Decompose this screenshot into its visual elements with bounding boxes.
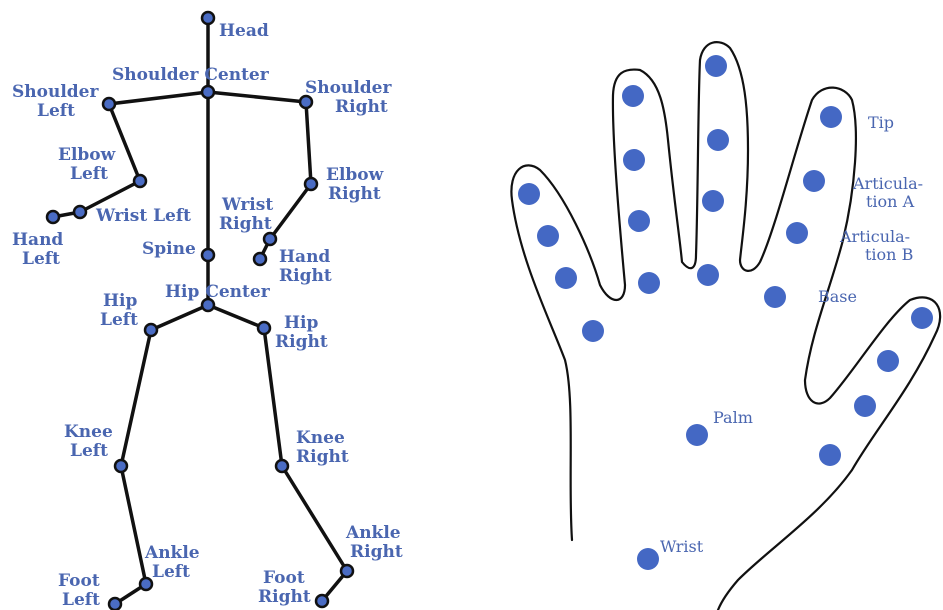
label-shoulder-right-line1: Shoulder xyxy=(305,78,392,98)
label-foot-right-line1: Foot xyxy=(263,568,305,588)
joint-elbow-right xyxy=(305,178,317,190)
joint-shoulder-left xyxy=(103,98,115,110)
label-hand-right-line1: Hand xyxy=(279,247,330,267)
label-hand-left-line2: Left xyxy=(22,249,60,269)
hand-dot-ring-tip xyxy=(820,106,842,128)
label-articulation-b-line2: tion B xyxy=(865,245,913,264)
label-wrist: Wrist xyxy=(660,537,704,556)
label-knee-left-line2: Left xyxy=(70,441,108,461)
label-hand-right-line2: Right xyxy=(279,266,332,286)
label-foot-left-line1: Foot xyxy=(58,571,100,591)
label-elbow-right-line2: Right xyxy=(328,184,381,204)
label-elbow-left-line1: Elbow xyxy=(58,145,116,165)
label-hand-left-line1: Hand xyxy=(12,230,63,250)
hand-dot-pinky-articulation-b xyxy=(854,395,876,417)
bone-shoulder-left xyxy=(109,92,208,104)
joint-head xyxy=(202,12,214,24)
label-shoulder-left-line1: Shoulder xyxy=(12,82,99,102)
hand-dot-middle-articulation-b xyxy=(702,190,724,212)
label-ankle-left-line2: Left xyxy=(152,562,190,582)
label-head: Head xyxy=(219,21,269,41)
label-elbow-left-line2: Left xyxy=(70,164,108,184)
hand: Tip Articula- tion A Articula- tion B Ba… xyxy=(511,42,940,610)
hand-dot-pinky-tip xyxy=(911,307,933,329)
bone-hip-left xyxy=(151,305,208,330)
hand-dot-middle-articulation-a xyxy=(707,129,729,151)
label-articulation-b-line1: Articula- xyxy=(839,227,910,246)
label-knee-left-line1: Knee xyxy=(64,422,113,442)
hand-dot-ring-articulation-a xyxy=(803,170,825,192)
label-hip-left-line1: Hip xyxy=(103,291,138,311)
label-ankle-right-line1: Ankle xyxy=(345,523,401,543)
label-shoulder-center: Shoulder Center xyxy=(112,65,270,85)
hand-dot-middle-tip xyxy=(705,55,727,77)
label-tip: Tip xyxy=(868,113,894,132)
label-ankle-left-line1: Ankle xyxy=(144,543,200,563)
hand-dot-thumb-articulation-a xyxy=(537,225,559,247)
label-foot-right-line2: Right xyxy=(258,587,311,607)
hand-dot-thumb-base xyxy=(582,320,604,342)
joint-foot-right xyxy=(316,595,328,607)
hand-dot-pinky-base xyxy=(819,444,841,466)
bone-hip-right xyxy=(208,305,264,328)
hand-dot-ring-articulation-b xyxy=(786,222,808,244)
joint-wrist-left xyxy=(74,206,86,218)
label-shoulder-left-line2: Left xyxy=(37,101,75,121)
bone-upper-arm-right xyxy=(306,102,311,184)
label-spine: Spine xyxy=(142,239,196,259)
joint-foot-left xyxy=(109,598,121,610)
hand-dot-thumb-articulation-b xyxy=(555,267,577,289)
label-elbow-right-line1: Elbow xyxy=(326,165,384,185)
label-articulation-a-line2: tion A xyxy=(866,192,915,211)
joint-hand-left xyxy=(47,211,59,223)
hand-dot-index-articulation-a xyxy=(623,149,645,171)
bone-shoulder-right xyxy=(208,92,306,102)
bone-shin-right xyxy=(282,466,347,571)
label-wrist-right-line1: Wrist xyxy=(221,195,273,215)
skeleton: Head Shoulder Center Shoulder Left Shoul… xyxy=(12,12,403,610)
joint-knee-right xyxy=(276,460,288,472)
joint-hand-right xyxy=(254,253,266,265)
label-wrist-left: Wrist Left xyxy=(95,206,191,226)
hand-dot-pinky-articulation-a xyxy=(877,350,899,372)
hand-dot-ring-base xyxy=(764,286,786,308)
hand-dot-thumb-tip xyxy=(518,183,540,205)
joint-ankle-right xyxy=(341,565,353,577)
joint-hip-right xyxy=(258,322,270,334)
label-shoulder-right-line2: Right xyxy=(335,97,388,117)
hand-dot-index-articulation-b xyxy=(628,210,650,232)
hand-dot-wrist xyxy=(637,548,659,570)
label-hip-center: Hip Center xyxy=(165,282,271,302)
label-base: Base xyxy=(818,287,857,306)
joint-wrist-right xyxy=(264,233,276,245)
bone-upper-arm-left xyxy=(109,104,140,181)
hand-dot-middle-base xyxy=(697,264,719,286)
label-knee-right-line2: Right xyxy=(296,447,349,467)
label-hip-left-line2: Left xyxy=(100,310,138,330)
joint-knee-left xyxy=(115,460,127,472)
joint-spine xyxy=(202,249,214,261)
label-palm: Palm xyxy=(713,408,753,427)
label-ankle-right-line2: Right xyxy=(350,542,403,562)
hand-dot-index-tip xyxy=(622,85,644,107)
bone-thigh-left xyxy=(121,330,151,466)
label-wrist-right-line2: Right xyxy=(219,214,272,234)
label-knee-right-line1: Knee xyxy=(296,428,345,448)
label-hip-right-line1: Hip xyxy=(284,313,319,333)
joint-ankle-left xyxy=(140,578,152,590)
label-articulation-a-line1: Articula- xyxy=(852,174,923,193)
joint-shoulder-center xyxy=(202,86,214,98)
hand-dot-palm xyxy=(686,424,708,446)
label-hip-right-line2: Right xyxy=(275,332,328,352)
joint-hip-left xyxy=(145,324,157,336)
bone-shin-left xyxy=(121,466,146,584)
bone-forearm-right xyxy=(270,184,311,239)
hand-dot-index-base xyxy=(638,272,660,294)
label-foot-left-line2: Left xyxy=(62,590,100,610)
joint-elbow-left xyxy=(134,175,146,187)
